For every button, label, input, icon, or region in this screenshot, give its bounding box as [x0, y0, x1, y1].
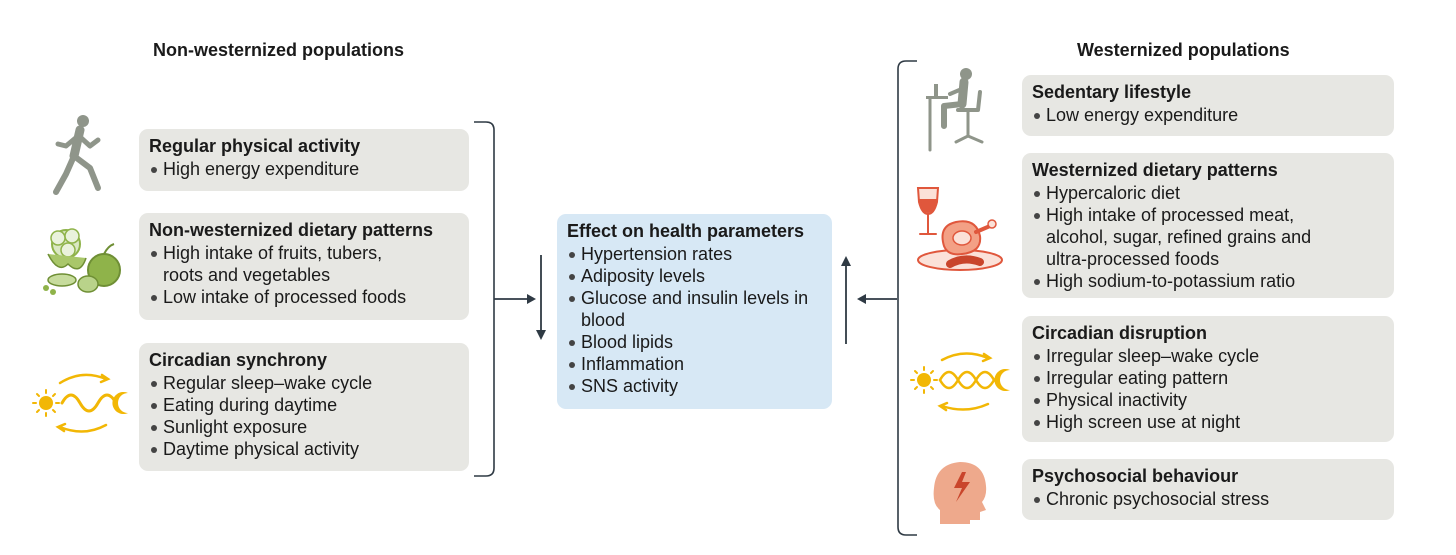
- list-item: High screen use at night: [1032, 411, 1384, 433]
- right-box-circadian: Circadian disruption Irregular sleep–wak…: [1022, 316, 1394, 442]
- arrow-right-to-center: [857, 294, 897, 304]
- list-item: Chronic psychosocial stress: [1032, 488, 1384, 510]
- list-item: Low energy expenditure: [1032, 104, 1384, 126]
- box-list: High intake of fruits, tubers, roots and…: [149, 242, 459, 308]
- box-list: Regular sleep–wake cycle Eating during d…: [149, 372, 459, 460]
- box-title: Psychosocial behaviour: [1032, 466, 1239, 486]
- center-box-health-effects: Effect on health parameters Hypertension…: [557, 214, 832, 409]
- produce-icon: [43, 228, 121, 295]
- list-item: High energy expenditure: [149, 158, 459, 180]
- box-title: Non-westernized dietary patterns: [149, 220, 434, 240]
- box-title: Regular physical activity: [149, 136, 361, 156]
- sun-glyph: [910, 366, 938, 394]
- box-title: Effect on health parameters: [567, 221, 805, 241]
- box-title: Sedentary lifestyle: [1032, 82, 1192, 102]
- box-title: Westernized dietary patterns: [1032, 160, 1278, 180]
- wine-meat-icon: [916, 187, 1003, 271]
- list-item: Daytime physical activity: [149, 438, 459, 460]
- list-item: Adiposity levels: [567, 265, 822, 287]
- box-list: Hypertension rates Adiposity levels Gluc…: [567, 243, 822, 397]
- list-item: Sunlight exposure: [149, 416, 459, 438]
- arrow-up: [841, 256, 851, 344]
- list-item: Inflammation: [567, 353, 822, 375]
- circadian-sync-icon: [32, 373, 128, 433]
- list-item: Low intake of processed foods: [149, 286, 459, 308]
- right-box-dietary: Westernized dietary patterns Hypercalori…: [1022, 153, 1394, 298]
- box-list: Irregular sleep–wake cycle Irregular eat…: [1032, 345, 1384, 433]
- list-item: Physical inactivity: [1032, 389, 1384, 411]
- circadian-disrupt-icon: [910, 352, 1010, 412]
- arrow-down: [536, 255, 546, 340]
- list-item: Hypercaloric diet: [1032, 182, 1384, 204]
- runner-icon: [53, 115, 101, 195]
- list-item: High intake of processed meat, alcohol, …: [1032, 204, 1346, 270]
- left-box-dietary: Non-westernized dietary patterns High in…: [139, 213, 469, 320]
- box-list: Chronic psychosocial stress: [1032, 488, 1384, 510]
- right-bracket: [897, 60, 917, 536]
- list-item: High intake of fruits, tubers, roots and…: [149, 242, 413, 286]
- left-bracket: [474, 121, 495, 477]
- sun-glyph: [32, 389, 60, 417]
- list-item: Hypertension rates: [567, 243, 822, 265]
- moon-glyph: [994, 369, 1010, 391]
- right-box-sedentary: Sedentary lifestyle Low energy expenditu…: [1022, 75, 1394, 136]
- right-box-psychosocial: Psychosocial behaviour Chronic psychosoc…: [1022, 459, 1394, 520]
- list-item: Eating during daytime: [149, 394, 459, 416]
- box-list: Hypercaloric diet High intake of process…: [1032, 182, 1384, 292]
- list-item: Irregular eating pattern: [1032, 367, 1384, 389]
- list-item: SNS activity: [567, 375, 822, 397]
- left-box-circadian: Circadian synchrony Regular sleep–wake c…: [139, 343, 469, 471]
- list-item: Irregular sleep–wake cycle: [1032, 345, 1384, 367]
- arrow-left-to-center: [494, 294, 536, 304]
- list-item: Regular sleep–wake cycle: [149, 372, 459, 394]
- box-list: Low energy expenditure: [1032, 104, 1384, 126]
- list-item: Blood lipids: [567, 331, 822, 353]
- box-title: Circadian synchrony: [149, 350, 328, 370]
- left-heading: Non-westernized populations: [153, 40, 405, 60]
- box-title: Circadian disruption: [1032, 323, 1208, 343]
- stressed-head-icon: [933, 462, 987, 524]
- moon-glyph: [112, 392, 128, 414]
- list-item: Glucose and insulin levels in blood: [567, 287, 811, 331]
- list-item: High sodium-to-potassium ratio: [1032, 270, 1384, 292]
- left-box-physical-activity: Regular physical activity High energy ex…: [139, 129, 469, 191]
- box-list: High energy expenditure: [149, 158, 459, 180]
- right-heading: Westernized populations: [1077, 40, 1290, 60]
- desk-worker-icon: [926, 68, 984, 152]
